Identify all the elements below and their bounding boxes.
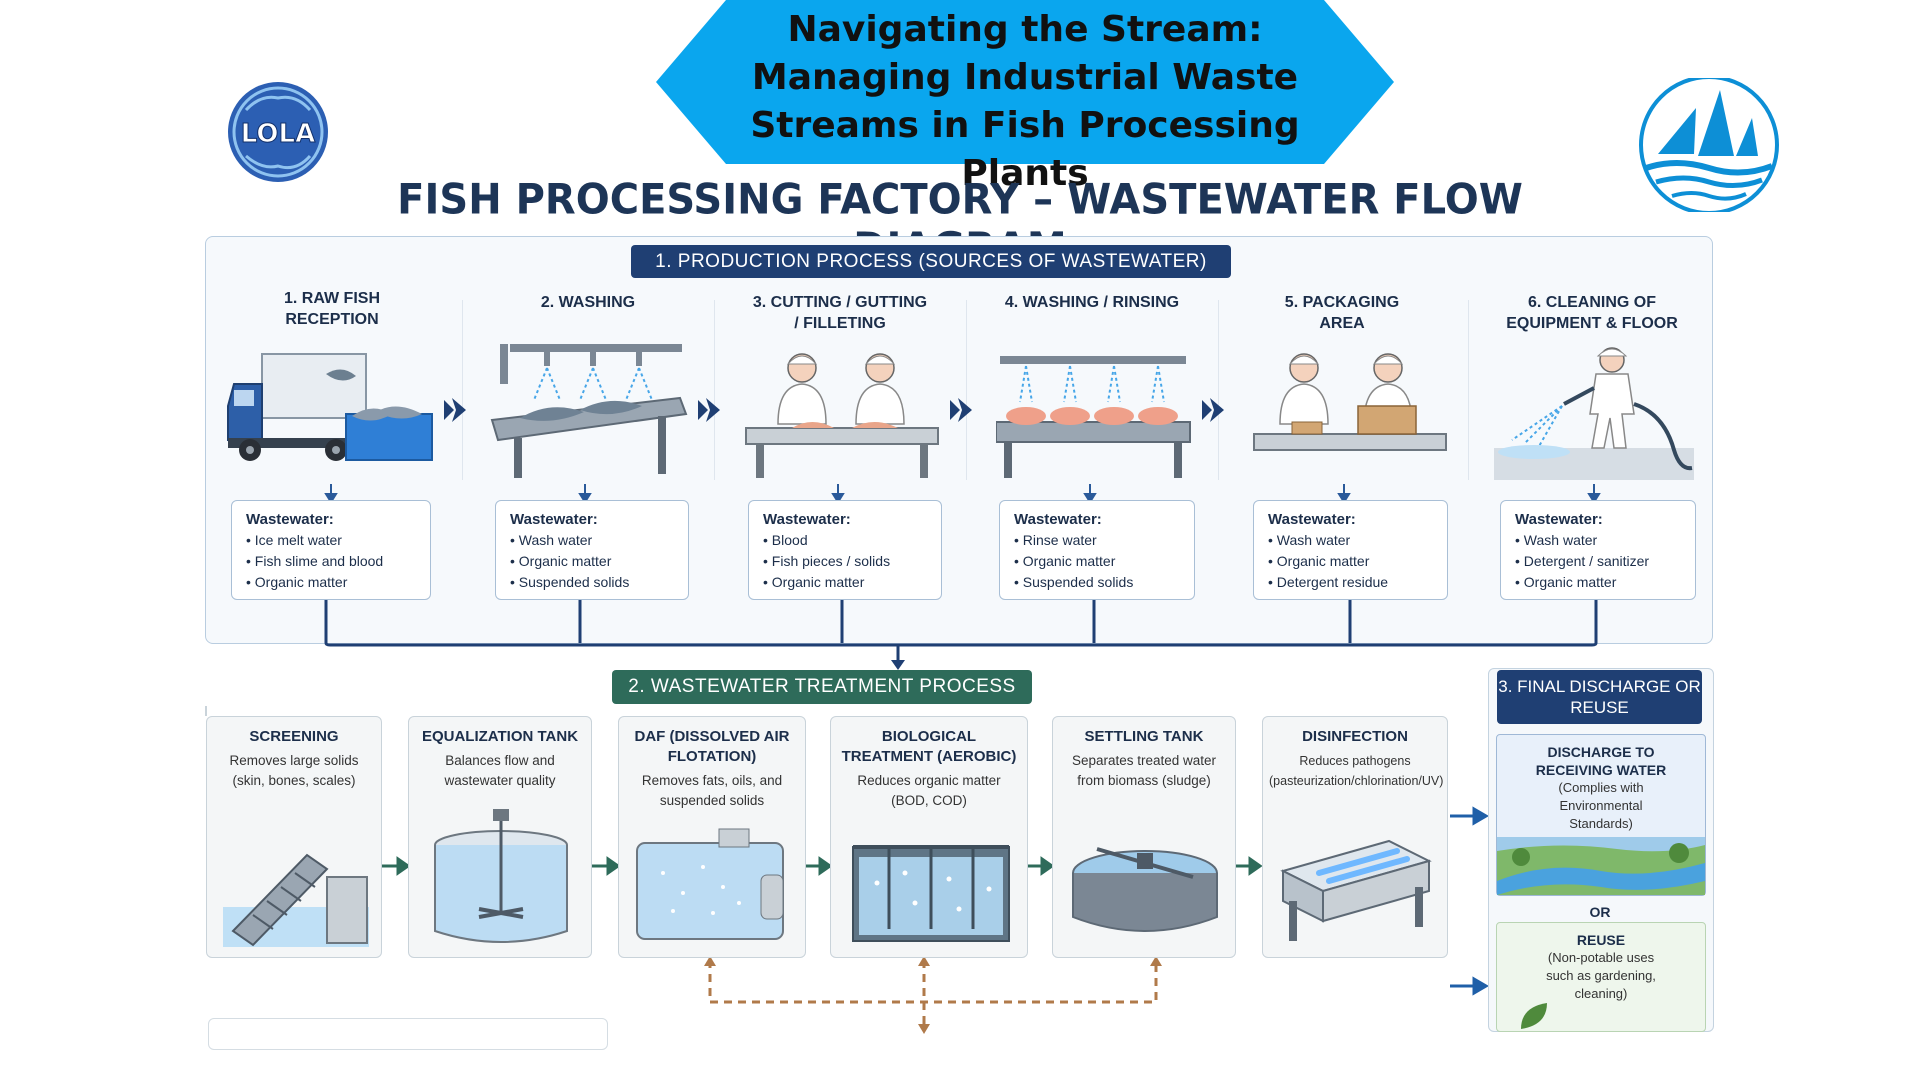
title-banner [656, 0, 1394, 164]
wastewater-label: Wastewater: [763, 511, 851, 528]
treatment-heading: 2. WASTEWATER TREATMENT PROCESS [612, 670, 1032, 704]
wastewater-item: Wash water [1268, 530, 1447, 551]
lola-logo-icon: LOLA [228, 82, 328, 182]
treatment-title: SETTLING TANK [1084, 728, 1204, 745]
floor-cleaning-icon [1494, 347, 1694, 480]
step-divider [714, 300, 715, 480]
wastewater-label: Wastewater: [510, 511, 598, 528]
aerobic-basin-icon [852, 845, 1010, 942]
treatment-title: DISINFECTION [1302, 728, 1408, 745]
treatment-edge [205, 706, 207, 716]
treatment-card-screening: SCREENING Removes large solids (skin, bo… [206, 716, 382, 958]
washing-conveyor-icon [490, 344, 688, 478]
treatment-desc: Reduces pathogens (pasteurization/chlori… [1269, 754, 1444, 788]
final-heading: 3. FINAL DISCHARGE OR REUSE [1497, 670, 1702, 724]
reuse-desc: (Non-potable uses such as gardening, cle… [1546, 950, 1656, 1001]
wastewater-item: Organic matter [763, 572, 941, 593]
or-label: OR [1589, 904, 1611, 920]
discharge-title: DISCHARGE TO RECEIVING WATER [1535, 744, 1667, 778]
wastewater-item: Rinse water [1014, 530, 1194, 551]
treatment-title: BIOLOGICAL TREATMENT (AEROBIC) [841, 728, 1017, 765]
uv-disinfection-icon [1280, 839, 1432, 941]
treatment-title: EQUALIZATION TANK [421, 728, 579, 745]
treatment-card-biological: BIOLOGICAL TREATMENT (AEROBIC) Reduces o… [830, 716, 1028, 958]
wastewater-label: Wastewater: [246, 511, 334, 528]
treatment-card-settling: SETTLING TANK Separates treated water fr… [1052, 716, 1236, 958]
step-divider [1218, 300, 1219, 480]
treatment-card-disinfection: DISINFECTION Reduces pathogens (pasteuri… [1262, 716, 1448, 958]
treatment-title: DAF (DISSOLVED AIR FLOTATION) [634, 728, 790, 765]
sailboat-logo-icon [1639, 78, 1779, 212]
rinsing-icon [996, 356, 1191, 478]
treatment-desc: Separates treated water from biomass (sl… [1071, 753, 1217, 788]
banner-title: Navigating the Stream: Managing Industri… [750, 9, 1300, 194]
treatment-card-equalization: EQUALIZATION TANK Balances flow and wast… [408, 716, 592, 958]
river-landscape-icon [1497, 837, 1705, 895]
lola-logo-text: LOLA [241, 119, 315, 149]
wastewater-item: Fish slime and blood [246, 551, 430, 572]
treatment-title: SCREENING [249, 728, 339, 745]
wastewater-box: Wastewater: Blood Fish pieces / solids O… [748, 500, 942, 600]
production-step-title: 2. WASHING [540, 294, 636, 311]
step-divider [1468, 300, 1469, 480]
wastewater-label: Wastewater: [1268, 511, 1356, 528]
screening-icon [223, 853, 369, 947]
wastewater-label: Wastewater: [1515, 511, 1603, 528]
production-step-title: 5. PACKAGING AREA [1284, 294, 1400, 332]
wastewater-item: Organic matter [246, 572, 430, 593]
discharge-box: DISCHARGE TO RECEIVING WATER (Complies w… [1496, 734, 1706, 896]
packaging-workers-icon [1253, 353, 1447, 451]
wastewater-item: Wash water [510, 530, 688, 551]
production-step-title: 6. CLEANING OF EQUIPMENT & FLOOR [1506, 294, 1678, 332]
wastewater-box: Wastewater: Wash water Organic matter De… [1253, 500, 1448, 600]
treatment-desc: Removes fats, oils, and suspended solids [641, 773, 783, 808]
production-step-title: 3. CUTTING / GUTTING / FILLETING [752, 294, 928, 332]
wastewater-item: Organic matter [1014, 551, 1194, 572]
wastewater-label: Wastewater: [1014, 511, 1102, 528]
bottom-panel [208, 1018, 608, 1050]
treatment-desc: Balances flow and wastewater quality [444, 753, 556, 788]
wastewater-item: Wash water [1515, 530, 1695, 551]
treatment-card-daf: DAF (DISSOLVED AIR FLOTATION) Removes fa… [618, 716, 806, 958]
step-divider [966, 300, 967, 480]
wastewater-item: Detergent residue [1268, 572, 1447, 593]
treatment-desc: Removes large solids (skin, bones, scale… [229, 753, 359, 788]
daf-tank-icon [636, 828, 784, 940]
workers-cutting-icon [745, 353, 939, 478]
settling-tank-icon [1072, 847, 1218, 932]
wastewater-item: Ice melt water [246, 530, 430, 551]
wastewater-box: Wastewater: Ice melt water Fish slime an… [231, 500, 431, 600]
equalization-tank-icon [434, 809, 568, 943]
wastewater-item: Suspended solids [510, 572, 688, 593]
wastewater-box: Wastewater: Wash water Detergent / sanit… [1500, 500, 1696, 600]
reuse-title: REUSE [1576, 932, 1626, 948]
production-heading: 1. PRODUCTION PROCESS (SOURCES OF WASTEW… [631, 245, 1231, 278]
truck-icon [227, 353, 433, 461]
production-section [205, 236, 1713, 644]
leaf-icon [1521, 1003, 1547, 1029]
treatment-desc: Reduces organic matter (BOD, COD) [857, 773, 1001, 808]
wastewater-box: Wastewater: Wash water Organic matter Su… [495, 500, 689, 600]
production-step-title: 4. WASHING / RINSING [1004, 294, 1180, 311]
reuse-box: REUSE (Non-potable uses such as gardenin… [1496, 922, 1706, 1032]
wastewater-item: Suspended solids [1014, 572, 1194, 593]
wastewater-item: Detergent / sanitizer [1515, 551, 1695, 572]
wastewater-item: Organic matter [1515, 572, 1695, 593]
wastewater-item: Blood [763, 530, 941, 551]
production-step-title: 1. RAW FISH RECEPTION [283, 290, 380, 328]
wastewater-item: Organic matter [1268, 551, 1447, 572]
discharge-desc: (Complies with Environmental Standards) [1558, 780, 1644, 831]
wastewater-item: Organic matter [510, 551, 688, 572]
wastewater-box: Wastewater: Rinse water Organic matter S… [999, 500, 1195, 600]
step-divider [462, 300, 463, 480]
wastewater-item: Fish pieces / solids [763, 551, 941, 572]
